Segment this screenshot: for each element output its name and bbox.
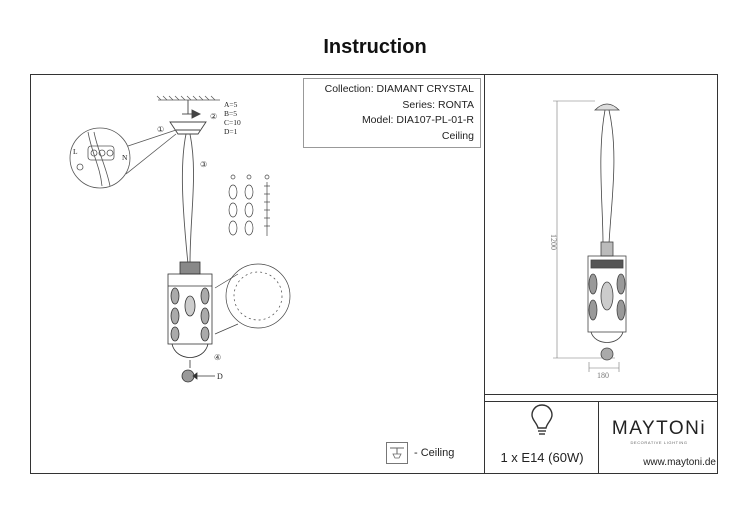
parts-list: A=5 B=5 C=10 D=1 bbox=[224, 100, 241, 136]
dimension-drawing: 1200 180 bbox=[549, 100, 627, 380]
part-d-label: D bbox=[217, 372, 223, 381]
ceiling-hatch bbox=[156, 95, 220, 101]
wire-l-label: L bbox=[73, 147, 78, 156]
step-2-marker: ② bbox=[210, 112, 217, 121]
mount-text: Ceiling bbox=[441, 129, 474, 142]
lamp-elevation bbox=[587, 103, 627, 361]
instruction-frame bbox=[30, 74, 718, 474]
ceiling-mount-icon bbox=[386, 442, 408, 464]
part-a-count: A=5 bbox=[224, 100, 238, 109]
ring-detail bbox=[214, 263, 291, 335]
collection-text: Collection: DIAMANT CRYSTAL bbox=[324, 83, 474, 95]
width-dimension: 180 bbox=[597, 371, 609, 380]
series-text: Series: RONTA bbox=[402, 98, 474, 111]
model-text: Model: DIA107-PL-01-R bbox=[361, 114, 474, 126]
divider-vertical bbox=[484, 74, 485, 474]
lightbulb-icon bbox=[530, 403, 554, 442]
suspension-cable bbox=[181, 133, 195, 265]
product-info-box: Collection: DIAMANT CRYSTAL Series: RONT… bbox=[303, 78, 481, 148]
part-b-count: B=5 bbox=[224, 109, 237, 118]
divider-horizontal bbox=[484, 394, 718, 395]
website-link[interactable]: www.maytoni.de bbox=[643, 457, 716, 468]
part-d-count: D=1 bbox=[224, 127, 238, 136]
brand-tagline: DECORATIVE LIGHTING bbox=[630, 440, 688, 445]
part-c-count: C=10 bbox=[224, 118, 241, 127]
canopy bbox=[169, 100, 207, 135]
wire-n-label: N bbox=[122, 153, 128, 162]
crystal-strands bbox=[228, 174, 270, 236]
page-title: Instruction bbox=[323, 36, 427, 58]
divider-horizontal-2 bbox=[484, 401, 718, 402]
step-4-marker: ④ bbox=[214, 353, 221, 362]
height-dimension: 1200 bbox=[549, 234, 558, 250]
divider-footer bbox=[598, 401, 599, 474]
wiring-detail bbox=[69, 127, 177, 189]
lamp-spec: 1 x E14 (60W) bbox=[500, 450, 584, 465]
assembly-drawing: ① ② ③ ④ A=5 B=5 C=10 D=1 L N bbox=[69, 95, 291, 383]
brand-logo: MAYTONi bbox=[611, 418, 707, 439]
step-3-marker: ③ bbox=[200, 160, 207, 169]
lamp-body bbox=[167, 261, 215, 383]
step-1-marker: ① bbox=[157, 125, 164, 134]
ceiling-legend-label: - Ceiling bbox=[414, 447, 455, 459]
